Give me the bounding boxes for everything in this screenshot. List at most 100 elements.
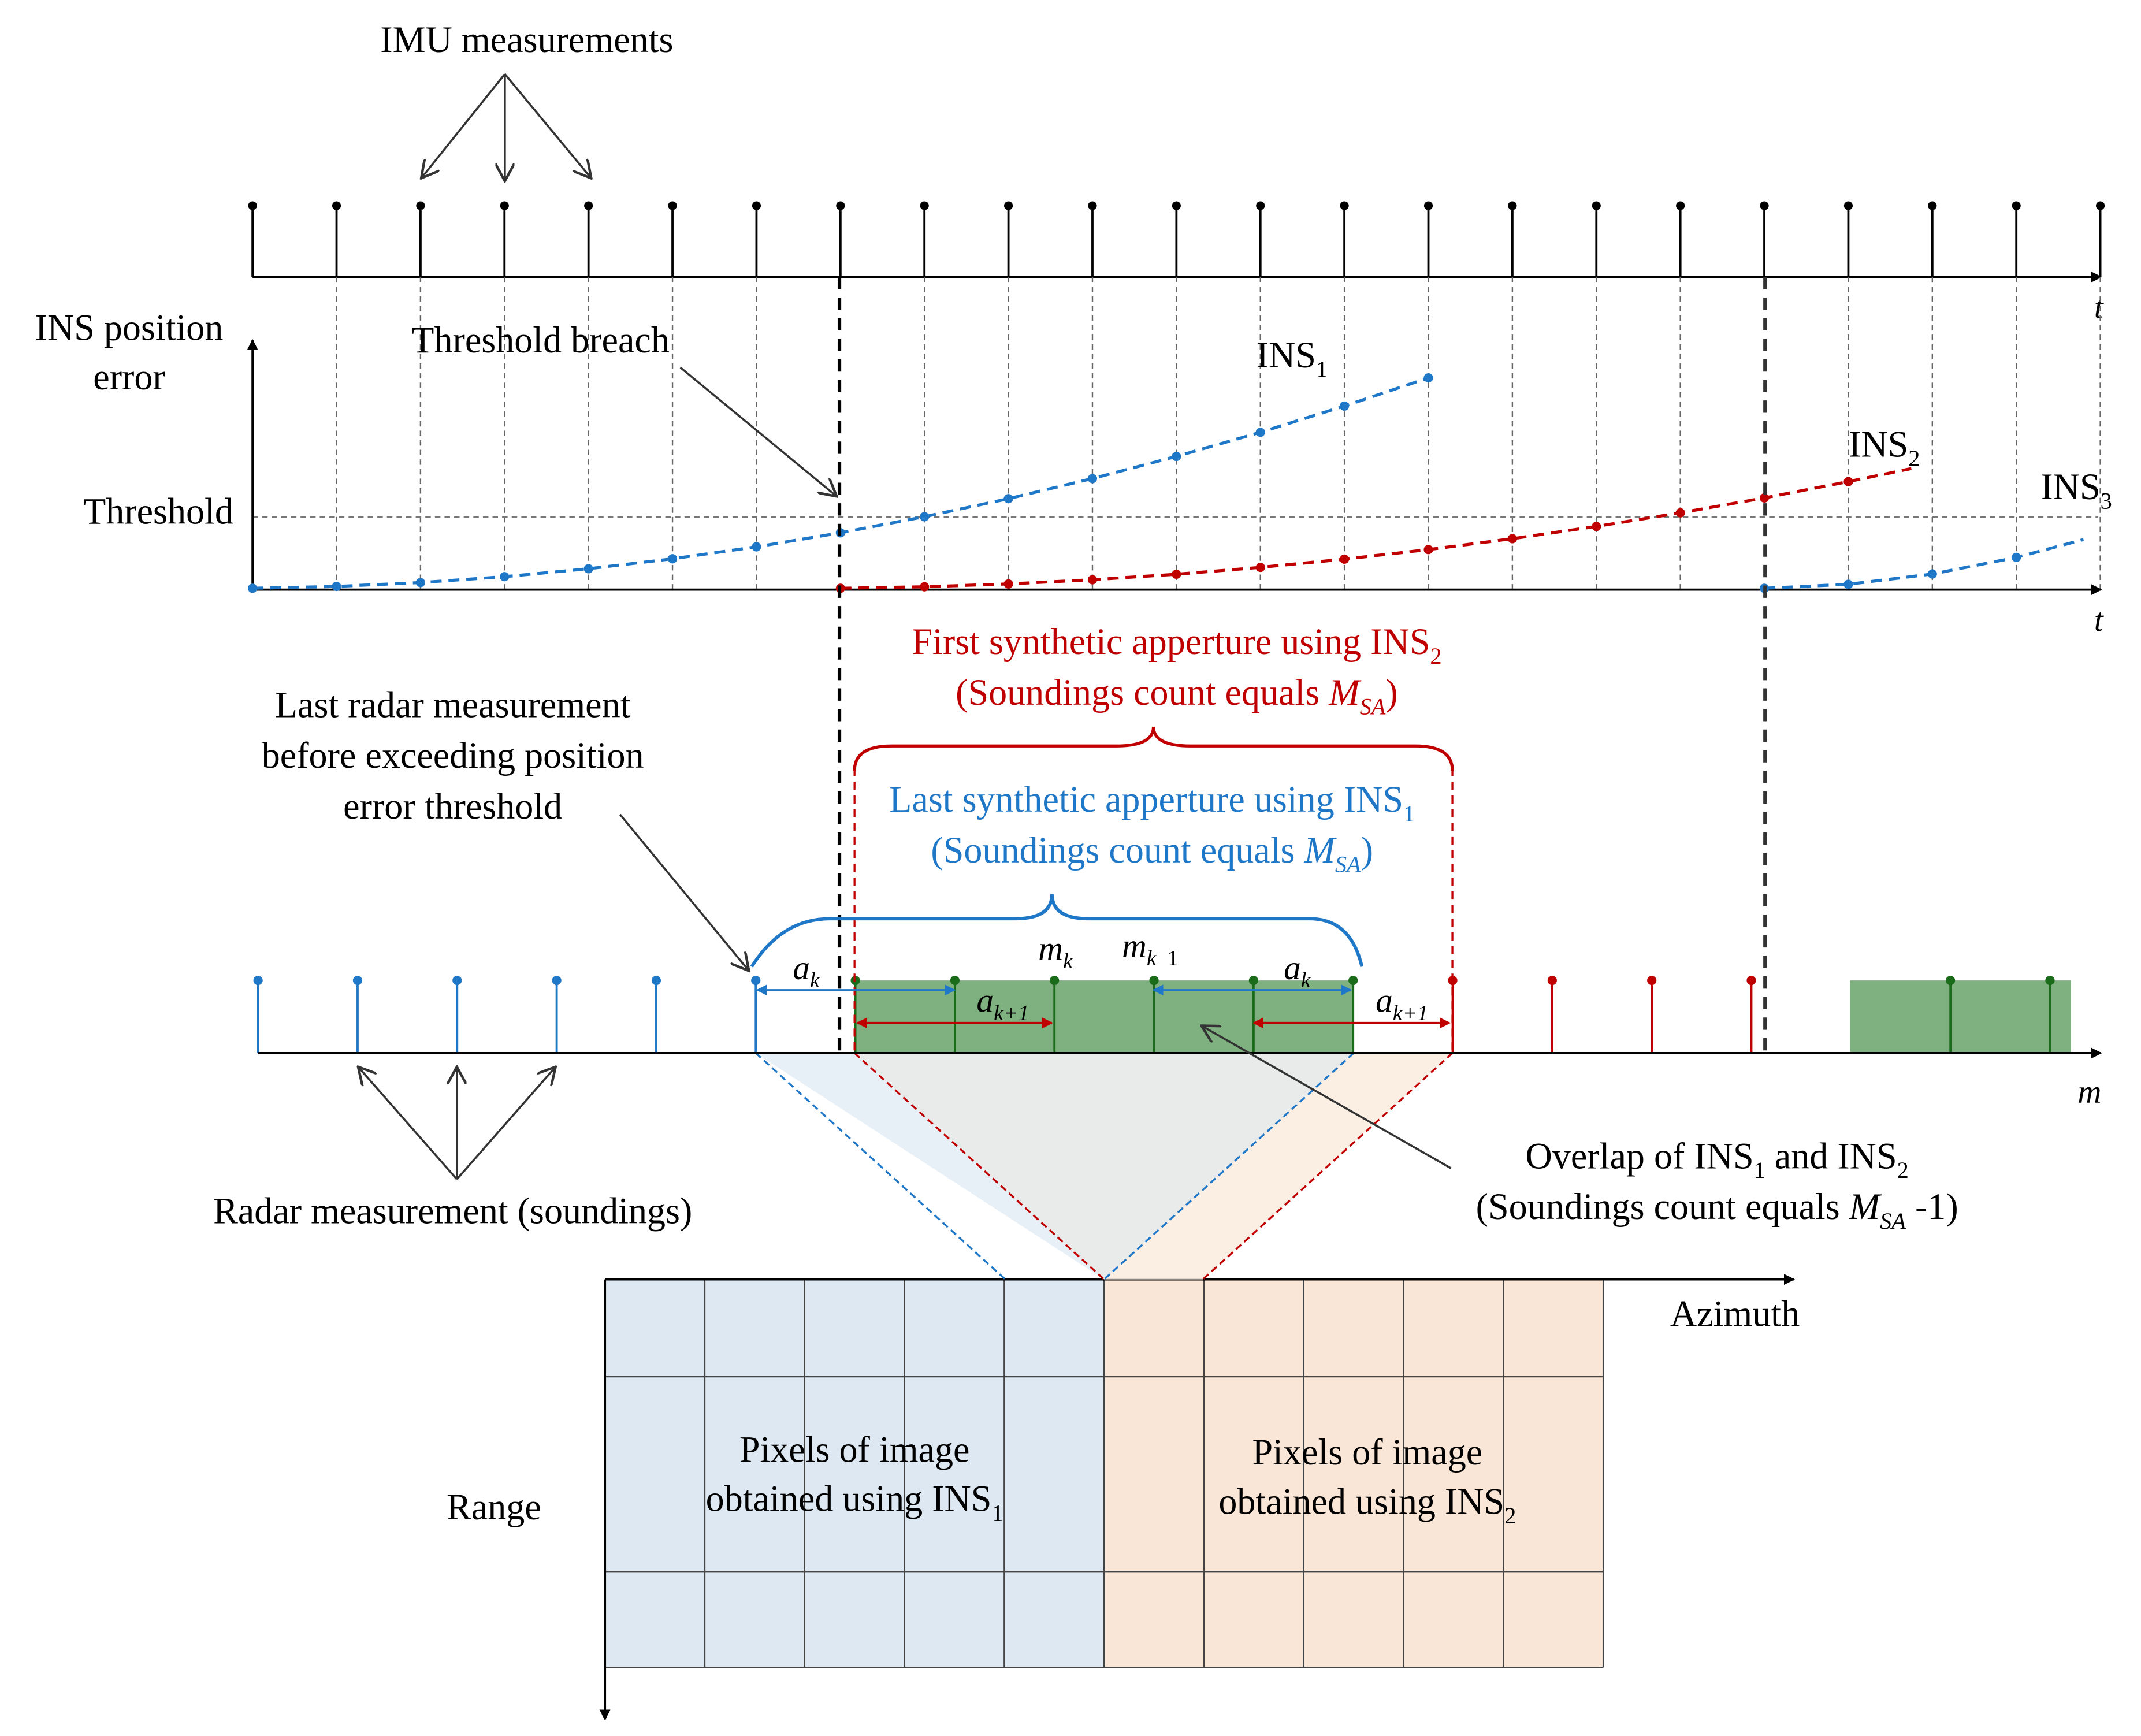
ak1-label-right: ak+1 bbox=[1376, 982, 1428, 1025]
ins3-curve-label: INS3 bbox=[2040, 466, 2112, 514]
threshold-breach-label: Threshold breach bbox=[411, 319, 670, 360]
ins1-error-point bbox=[920, 512, 930, 522]
ins1-error-point bbox=[583, 564, 593, 574]
ins3-error-curve bbox=[1764, 538, 2084, 590]
ins1-projection-right bbox=[1103, 1052, 1355, 1280]
ins3-error-point bbox=[1843, 579, 1853, 589]
ins2-error-point bbox=[920, 582, 930, 592]
ins2-error-point bbox=[1759, 493, 1770, 503]
overlap-label-line1: Overlap of INS1 and INS2 bbox=[1526, 1135, 1909, 1183]
error-time-axis-label: t bbox=[2094, 602, 2104, 638]
ak1-label-left: ak+1 bbox=[976, 982, 1029, 1025]
ins1-error-point bbox=[1172, 452, 1181, 462]
radar-sounding-dot bbox=[452, 976, 462, 986]
ins2-projection-fill bbox=[1104, 1053, 1453, 1280]
ins1-error-point bbox=[752, 542, 761, 552]
radar-sounding-dot bbox=[1149, 976, 1159, 986]
ins2-error-point bbox=[1172, 569, 1181, 579]
radar-soundings bbox=[253, 976, 2055, 1053]
first-sa-brace bbox=[853, 726, 1454, 771]
ins2-error-point bbox=[1340, 554, 1350, 564]
ak-label-left: ak bbox=[793, 949, 820, 992]
radar-sounding-dot bbox=[2045, 976, 2055, 986]
first-sa-title-line2: (Soundings count equals MSA) bbox=[956, 672, 1398, 720]
azimuth-label: Azimuth bbox=[1670, 1293, 1800, 1334]
threshold-breach-arrow bbox=[679, 366, 837, 496]
imu-sample-dot bbox=[500, 201, 509, 210]
radar-sounding-dot bbox=[651, 976, 661, 986]
last-sa-title-line2: (Soundings count equals MSA) bbox=[931, 830, 1373, 878]
radar-sounding-dot bbox=[1547, 976, 1557, 986]
ins2-error-point bbox=[1592, 522, 1601, 531]
imu-sample-dot bbox=[332, 201, 341, 210]
ins1-error-points bbox=[248, 373, 1433, 593]
last-sa-brace bbox=[750, 894, 1364, 968]
radar-sounding-dot bbox=[1946, 976, 1956, 986]
threshold-label: Threshold bbox=[83, 491, 233, 532]
next-green-block bbox=[1850, 980, 2071, 1053]
radar-sounding-dot bbox=[352, 976, 363, 986]
ins2-curve-label: INS2 bbox=[1849, 423, 1920, 471]
overlap-arrow bbox=[1202, 1025, 1452, 1169]
ins1-projection-left bbox=[755, 1052, 1006, 1280]
radar-sounding-dot bbox=[1348, 976, 1358, 986]
radar-m-axis-label: m bbox=[2077, 1073, 2101, 1110]
imu-sample-dot bbox=[1423, 201, 1433, 210]
last-radar-arrow bbox=[619, 813, 749, 971]
ins2-error-point bbox=[1087, 575, 1098, 585]
last-sa-title-line1: Last synthetic apperture using INS1 bbox=[889, 779, 1415, 827]
pixels-ins2-label-line1: Pixels of image bbox=[1252, 1432, 1483, 1473]
ins1-error-point bbox=[248, 583, 258, 593]
ins3-error-point bbox=[1927, 569, 1937, 579]
imu-sample-dot bbox=[2012, 201, 2021, 210]
pixels-ins1-region bbox=[605, 1279, 1105, 1668]
ins2-error-curve bbox=[840, 467, 1912, 590]
image-pixel-grid: Azimuth Range Pixels of image obtained u… bbox=[447, 1274, 1800, 1721]
overlap-label-line2: (Soundings count equals MSA -1) bbox=[1476, 1186, 1958, 1234]
pixels-ins1-label-line1: Pixels of image bbox=[739, 1429, 970, 1470]
imu-sample-dot bbox=[1843, 201, 1853, 210]
mk-label: mk bbox=[1038, 930, 1073, 973]
pixel-grid-lines bbox=[605, 1279, 1604, 1668]
radar-sounding-dot bbox=[253, 976, 263, 986]
imu-sample-dot bbox=[1760, 201, 1769, 210]
overlap-projection-fill bbox=[854, 1053, 1354, 1280]
ins1-curve-label: INS1 bbox=[1257, 334, 1328, 382]
ins2-projection-left bbox=[854, 1052, 1105, 1280]
imu-sample-dot bbox=[416, 201, 425, 210]
ins1-error-point bbox=[500, 572, 510, 582]
imu-sample-dot bbox=[1088, 201, 1097, 210]
pixels-ins2-region bbox=[1104, 1279, 1604, 1668]
ins2-error-point bbox=[1003, 579, 1013, 589]
imu-sample-dot bbox=[752, 201, 761, 210]
ins3-error-points bbox=[1759, 552, 2021, 593]
ins2-error-point bbox=[1843, 477, 1853, 486]
range-label: Range bbox=[447, 1486, 541, 1527]
last-radar-label-3: error threshold bbox=[343, 786, 562, 827]
radar-sounding-dot bbox=[950, 976, 960, 986]
ins1-error-point bbox=[1003, 494, 1013, 504]
imu-sample-dot bbox=[2095, 201, 2105, 210]
imu-sample-dot bbox=[1928, 201, 1937, 210]
radar-label-arrows bbox=[358, 1067, 556, 1180]
imu-sample-dot bbox=[920, 201, 929, 210]
radar-sounding-dot bbox=[1050, 976, 1060, 986]
ins1-error-point bbox=[1340, 401, 1350, 411]
imu-sample-dot bbox=[1508, 201, 1517, 210]
ins2-error-point bbox=[1675, 508, 1685, 518]
ins1-error-point bbox=[667, 554, 678, 564]
first-sa-title-line1: First synthetic apperture using INS2 bbox=[912, 621, 1441, 669]
ins1-error-point bbox=[415, 578, 425, 588]
imu-sample-dot bbox=[1676, 201, 1685, 210]
imu-sample-dot bbox=[668, 201, 677, 210]
imu-sample-dot bbox=[584, 201, 593, 210]
aperture-projections bbox=[755, 1052, 1454, 1280]
ins-position-error-label: INS position bbox=[35, 307, 224, 348]
imu-sample-dot bbox=[248, 201, 257, 210]
ak-label-right: ak bbox=[1284, 949, 1311, 992]
ins1-error-point bbox=[1423, 373, 1433, 383]
ins2-error-point bbox=[1255, 563, 1265, 573]
